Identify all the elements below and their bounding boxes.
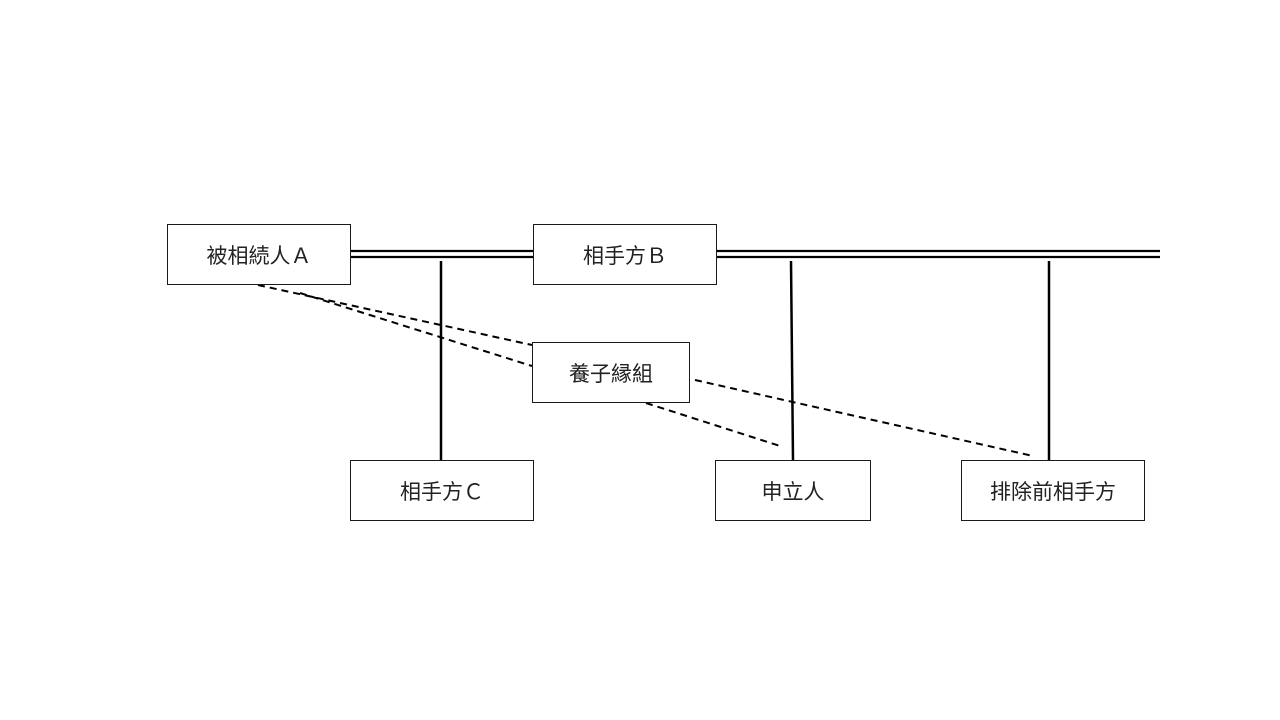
node-spouse-b-label: 相手方Ｂ (583, 243, 667, 268)
node-decedent-a-label: 被相続人Ａ (206, 243, 312, 268)
node-party-c-label: 相手方Ｃ (400, 479, 484, 504)
adoption-line-adopt-to-applicant (645, 402, 781, 447)
node-party-c: 相手方Ｃ (350, 460, 534, 521)
marriage-line-a-b (351, 249, 533, 259)
adoption-line-a-to-adopt-lower (299, 292, 533, 367)
node-applicant-label: 申立人 (761, 479, 825, 504)
node-pre-exclusion-party-label: 排除前相手方 (990, 479, 1116, 504)
node-adoption-label: 養子縁組 (569, 361, 653, 386)
node-pre-exclusion-party: 排除前相手方 (961, 460, 1145, 521)
node-adoption: 養子縁組 (532, 342, 690, 403)
node-spouse-b: 相手方Ｂ (533, 224, 717, 285)
node-decedent-a: 被相続人Ａ (167, 224, 351, 285)
adoption-dashed-lines (257, 284, 1034, 457)
node-applicant: 申立人 (715, 460, 871, 521)
marriage-line-b-right (717, 249, 1160, 259)
adoption-line-adopt-to-pre (694, 379, 1034, 457)
child-line-applicant (789, 260, 795, 461)
adoption-line-a-to-adopt (257, 284, 533, 346)
